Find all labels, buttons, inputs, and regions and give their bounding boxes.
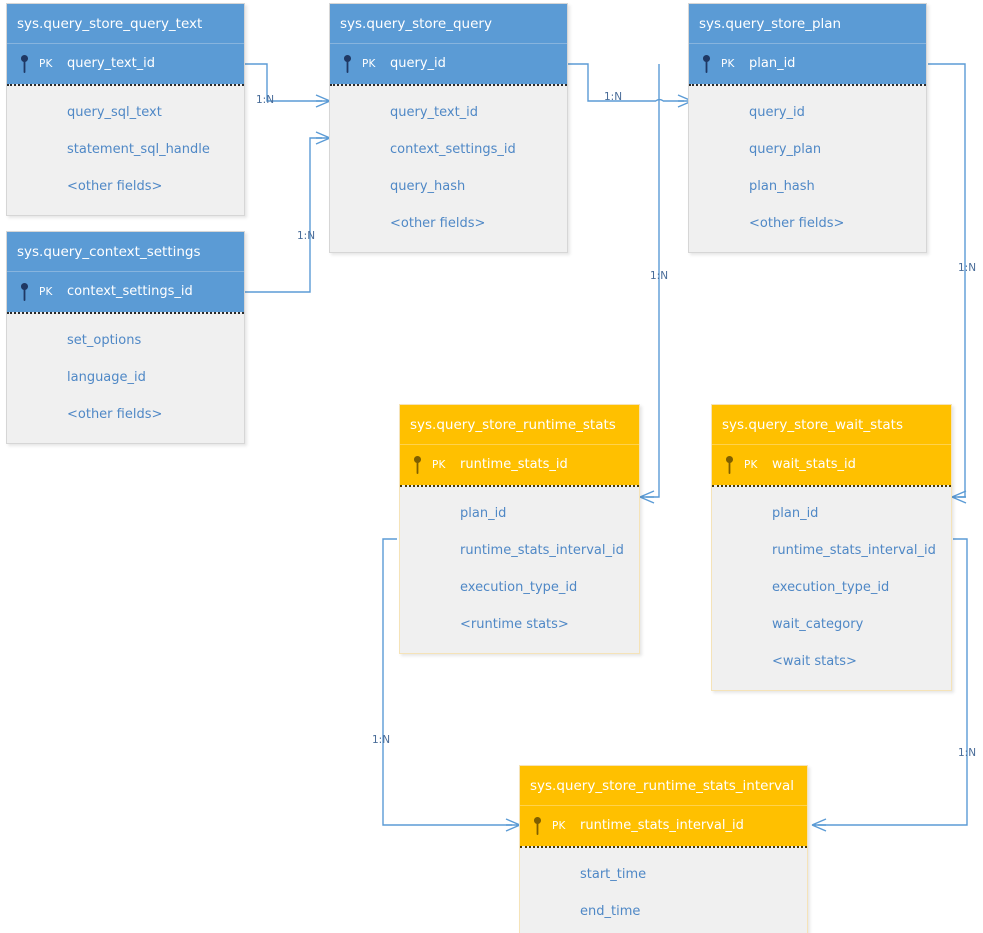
primary-key-row[interactable]: PK context_settings_id: [7, 272, 244, 312]
key-icon: [414, 456, 421, 474]
field-row: end_time: [580, 904, 641, 919]
field-list: plan_id runtime_stats_interval_id execut…: [400, 487, 639, 653]
pk-badge: PK: [39, 58, 53, 70]
entity-title: sys.query_store_runtime_stats: [400, 405, 639, 445]
key-separator: [689, 84, 926, 86]
cardinality-plan-to-wait: 1:N: [958, 262, 977, 274]
entity-title: sys.query_store_query: [330, 4, 567, 44]
primary-key-row[interactable]: PK plan_id: [689, 44, 926, 84]
entity-query-store-runtime-stats-interval[interactable]: sys.query_store_runtime_stats_interval P…: [519, 765, 808, 933]
field-row: context_settings_id: [390, 142, 516, 157]
wire-hop: [655, 98, 664, 102]
field-row: set_options: [67, 333, 142, 348]
pk-field-name: query_id: [390, 56, 446, 71]
entity-title: sys.query_store_plan: [689, 4, 926, 44]
field-row: plan_hash: [749, 179, 815, 194]
pk-badge: PK: [362, 58, 376, 70]
key-separator: [712, 485, 951, 487]
key-icon: [21, 55, 28, 73]
field-list: start_time end_time: [520, 848, 807, 933]
key-icon: [21, 283, 28, 301]
pk-field-name: wait_stats_id: [772, 457, 856, 472]
cardinality-context-to-query: 1:N: [297, 230, 316, 242]
pk-badge: PK: [744, 459, 758, 471]
primary-key-row[interactable]: PK query_id: [330, 44, 567, 84]
field-row: query_id: [749, 105, 805, 120]
cardinality-text-to-query: 1:N: [256, 94, 275, 106]
field-row: language_id: [67, 370, 146, 385]
field-row: start_time: [580, 867, 647, 882]
cardinality-interval-to-runtime: 1:N: [372, 734, 391, 746]
cardinality-query-to-plan: 1:N: [604, 91, 623, 103]
pk-field-name: context_settings_id: [67, 284, 193, 299]
primary-key-row[interactable]: PK wait_stats_id: [712, 445, 951, 485]
key-separator: [400, 485, 639, 487]
entity-query-store-plan[interactable]: sys.query_store_plan PK plan_id query_id…: [688, 3, 927, 253]
primary-key-row[interactable]: PK query_text_id: [7, 44, 244, 84]
field-row: plan_id: [460, 506, 507, 521]
pk-field-name: plan_id: [749, 56, 796, 71]
field-list: plan_id runtime_stats_interval_id execut…: [712, 487, 951, 690]
pk-field-name: runtime_stats_id: [460, 457, 568, 472]
entity-query-store-wait-stats[interactable]: sys.query_store_wait_stats PK wait_stats…: [711, 404, 952, 691]
field-row: query_hash: [390, 179, 466, 194]
field-row: runtime_stats_interval_id: [460, 543, 624, 558]
field-row: <runtime stats>: [460, 617, 569, 632]
wire-context-to-query: [245, 137, 322, 293]
pk-badge: PK: [552, 820, 566, 832]
entity-title: sys.query_context_settings: [7, 232, 244, 272]
cardinality-interval-to-wait: 1:N: [958, 747, 977, 759]
pk-badge: PK: [39, 286, 53, 298]
entity-title: sys.query_store_query_text: [7, 4, 244, 44]
field-row: plan_id: [772, 506, 819, 521]
field-row: statement_sql_handle: [67, 142, 210, 157]
field-list: set_options language_id <other fields>: [7, 314, 244, 443]
field-row: query_text_id: [390, 105, 479, 120]
entity-query-store-query[interactable]: sys.query_store_query PK query_id query_…: [329, 3, 568, 253]
field-list: query_text_id context_settings_id query_…: [330, 86, 567, 252]
field-row: <other fields>: [67, 407, 163, 422]
key-icon: [726, 456, 733, 474]
pk-badge: PK: [721, 58, 735, 70]
entity-query-store-runtime-stats[interactable]: sys.query_store_runtime_stats PK runtime…: [399, 404, 640, 654]
key-separator: [7, 312, 244, 314]
key-separator: [330, 84, 567, 86]
key-icon: [344, 55, 351, 73]
entity-query-store-query-text[interactable]: sys.query_store_query_text PK query_text…: [6, 3, 245, 216]
field-row: <other fields>: [390, 216, 486, 231]
pk-field-name: runtime_stats_interval_id: [580, 818, 744, 833]
field-list: query_sql_text statement_sql_handle <oth…: [7, 86, 244, 215]
key-separator: [7, 84, 244, 86]
entity-title: sys.query_store_runtime_stats_interval: [520, 766, 807, 806]
cardinality-plan-to-runtime: 1:N: [650, 270, 669, 282]
key-icon: [703, 55, 710, 73]
entity-query-context-settings[interactable]: sys.query_context_settings PK context_se…: [6, 231, 245, 444]
primary-key-row[interactable]: PK runtime_stats_id: [400, 445, 639, 485]
field-row: <wait stats>: [772, 654, 857, 669]
field-row: query_sql_text: [67, 105, 162, 120]
field-row: runtime_stats_interval_id: [772, 543, 936, 558]
field-row: wait_category: [772, 617, 864, 632]
field-row: <other fields>: [67, 179, 163, 194]
field-row: <other fields>: [749, 216, 845, 231]
entity-title: sys.query_store_wait_stats: [712, 405, 951, 445]
field-row: query_plan: [749, 142, 822, 157]
field-list: query_id query_plan plan_hash <other fie…: [689, 86, 926, 252]
pk-badge: PK: [432, 459, 446, 471]
primary-key-row[interactable]: PK runtime_stats_interval_id: [520, 806, 807, 846]
field-row: execution_type_id: [460, 580, 578, 595]
field-row: execution_type_id: [772, 580, 890, 595]
key-separator: [520, 846, 807, 848]
pk-field-name: query_text_id: [67, 56, 156, 71]
key-icon: [534, 817, 541, 835]
